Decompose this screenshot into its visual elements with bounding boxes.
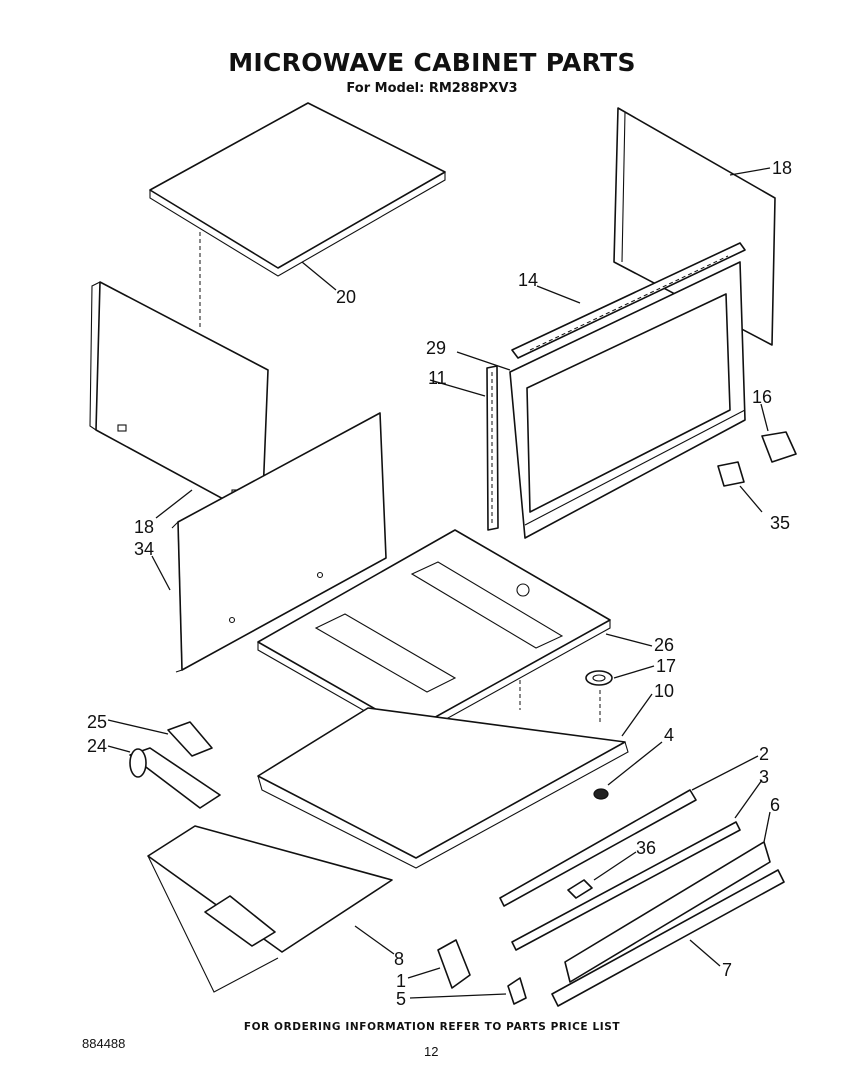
callout-4: 4 (664, 725, 675, 745)
part-1-bracket (437, 939, 471, 989)
callout-10: 10 (654, 681, 675, 701)
part-10-base-tray (257, 680, 629, 869)
callout-25: 25 (87, 712, 108, 732)
part-35-switch (717, 461, 745, 487)
callout-14: 14 (518, 270, 539, 290)
callout-18-top: 18 (772, 158, 793, 178)
callout-5: 5 (396, 989, 407, 1009)
callout-26: 26 (654, 635, 675, 655)
part-26-bottom-cover (257, 529, 611, 739)
callout-3: 3 (759, 767, 770, 787)
callout-18-left: 18 (134, 517, 155, 537)
callout-35: 35 (770, 513, 791, 533)
page-title: MICROWAVE CABINET PARTS (228, 48, 636, 77)
part-4-foot (593, 788, 609, 800)
part-5-latch (507, 977, 527, 1005)
callout-29: 29 (426, 338, 447, 358)
document-number: 884488 (82, 1036, 126, 1051)
ordering-note: FOR ORDERING INFORMATION REFER TO PARTS … (243, 1021, 621, 1033)
callout-16: 16 (752, 387, 773, 407)
callout-8: 8 (394, 949, 405, 969)
part-36-clip (567, 879, 593, 899)
callout-36: 36 (636, 838, 657, 858)
part-11-vertical-strip (486, 365, 499, 531)
part-14-vent-strip (511, 242, 746, 359)
part-17-grommet (585, 670, 613, 686)
part-7-bottom-rail (551, 869, 785, 1007)
part-2-grille (499, 789, 697, 907)
part-20-top-panel (149, 102, 446, 330)
callout-34: 34 (134, 539, 155, 559)
callout-1: 1 (396, 971, 407, 991)
part-8-base-shelf (147, 825, 393, 993)
callout-6: 6 (770, 795, 781, 815)
callout-7: 7 (722, 960, 733, 980)
part-25-bracket (167, 721, 213, 757)
part-18-left-side-panel (89, 281, 269, 521)
callout-17: 17 (656, 656, 677, 676)
callout-2: 2 (759, 744, 770, 764)
callout-24: 24 (87, 736, 108, 756)
leader-lines (107, 167, 771, 999)
model-subtitle: For Model: RM288PXV3 (346, 81, 518, 96)
page-number: 12 (424, 1044, 439, 1059)
part-3-strip (511, 821, 741, 951)
part-16-block (761, 431, 797, 463)
part-6-channel (564, 841, 771, 983)
callout-11: 11 (428, 368, 447, 388)
callout-20: 20 (336, 287, 357, 307)
part-24-duct (129, 747, 221, 809)
part-29-front-frame (509, 261, 746, 539)
part-34-back-panel (171, 412, 387, 673)
